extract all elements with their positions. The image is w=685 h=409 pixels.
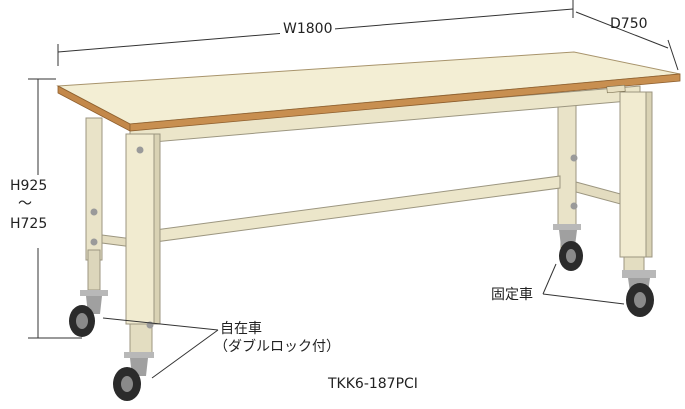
fixed-caster-front	[622, 270, 656, 317]
height-min-label: H725	[10, 216, 48, 232]
fixed-caster-label: 固定車	[491, 287, 533, 303]
depth-dimension-line	[575, 11, 679, 71]
double-lock-note: （ダブルロック付）	[214, 339, 340, 355]
lower-stretchers	[101, 175, 629, 249]
height-adjust-knobs	[90, 202, 578, 246]
swivel-caster-front	[113, 352, 154, 401]
back-left-leg	[85, 117, 103, 291]
fixed-caster-back	[553, 224, 583, 271]
width-dimension-label: W1800	[280, 21, 336, 37]
height-dimension-line	[28, 78, 82, 339]
depth-dimension-label: D750	[610, 16, 648, 32]
height-max-label: H925	[10, 178, 48, 194]
swivel-caster-label: 自在車	[220, 321, 262, 337]
swivel-caster-back	[69, 290, 108, 337]
height-range-separator: ～	[18, 196, 32, 212]
tabletop	[56, 51, 681, 132]
front-right-leg	[570, 91, 653, 278]
front-left-leg	[125, 133, 161, 355]
model-number: TKK6-187PCI	[328, 376, 418, 392]
callout-leaders	[102, 263, 625, 379]
